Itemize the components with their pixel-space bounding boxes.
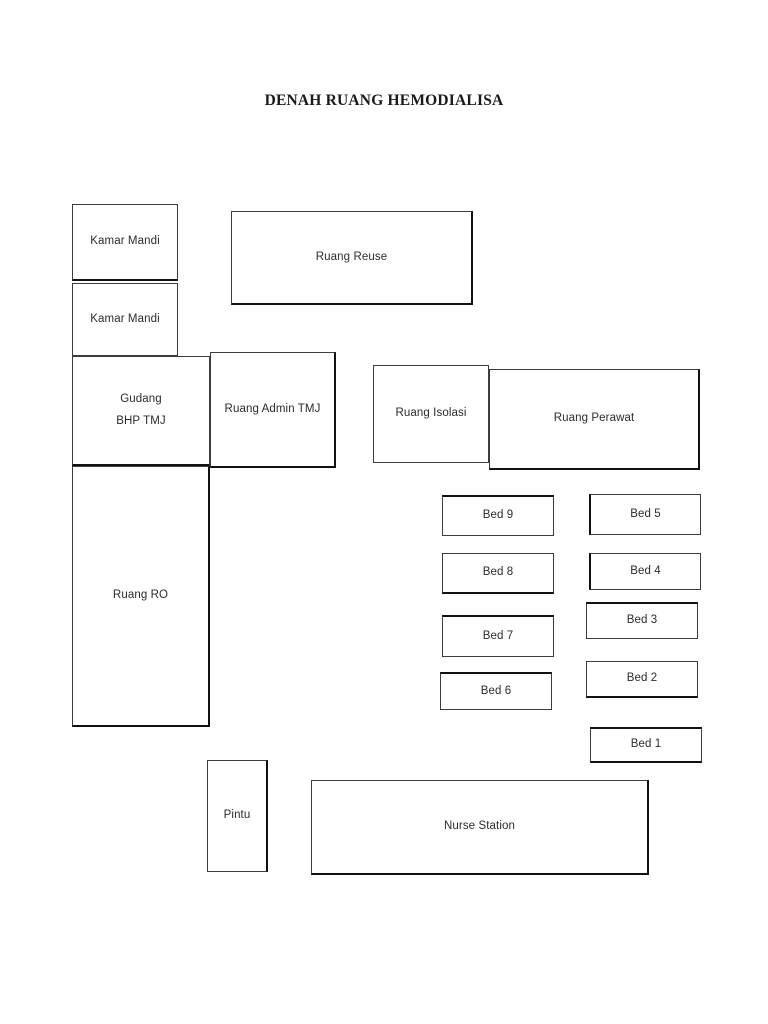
room-ruang-ro[interactable]: Ruang RO xyxy=(72,466,210,727)
room-label: Nurse Station xyxy=(444,820,515,833)
room-kamar-mandi-1[interactable]: Kamar Mandi xyxy=(72,204,178,281)
room-kamar-mandi-2[interactable]: Kamar Mandi xyxy=(72,283,178,356)
room-label: Ruang RO xyxy=(112,589,169,602)
bed-label: Bed 9 xyxy=(482,509,514,522)
bed-4[interactable]: Bed 4 xyxy=(589,553,701,590)
room-nurse-station[interactable]: Nurse Station xyxy=(311,780,649,875)
room-label: Kamar Mandi xyxy=(90,235,160,248)
bed-label: Bed 1 xyxy=(630,738,662,751)
bed-label: Bed 6 xyxy=(480,684,512,697)
room-ruang-reuse[interactable]: Ruang Reuse xyxy=(231,211,473,305)
room-ruang-admin-tmj[interactable]: Ruang Admin TMJ xyxy=(210,352,336,468)
bed-8[interactable]: Bed 8 xyxy=(442,553,554,594)
bed-5[interactable]: Bed 5 xyxy=(589,494,701,535)
room-gudang-bhp-tmj[interactable]: Gudang BHP TMJ xyxy=(72,356,210,466)
room-label: Ruang Admin TMJ xyxy=(224,402,321,415)
page-title: DENAH RUANG HEMODIALISA xyxy=(264,92,504,109)
bed-label: Bed 3 xyxy=(626,614,658,627)
room-label: Pintu xyxy=(223,809,251,822)
bed-1[interactable]: Bed 1 xyxy=(590,727,702,763)
bed-3[interactable]: Bed 3 xyxy=(586,602,698,639)
room-label: Ruang Isolasi xyxy=(395,407,467,420)
bed-label: Bed 4 xyxy=(630,564,661,577)
bed-7[interactable]: Bed 7 xyxy=(442,615,554,657)
bed-6[interactable]: Bed 6 xyxy=(440,672,552,710)
bed-9[interactable]: Bed 9 xyxy=(442,495,554,536)
bed-2[interactable]: Bed 2 xyxy=(586,661,698,698)
room-label: Gudang BHP TMJ xyxy=(116,392,166,427)
room-label: Kamar Mandi xyxy=(90,312,160,325)
bed-label: Bed 2 xyxy=(626,672,658,685)
room-pintu[interactable]: Pintu xyxy=(207,760,268,872)
bed-label: Bed 8 xyxy=(482,566,514,579)
room-label: Ruang Reuse xyxy=(315,250,388,263)
room-ruang-isolasi[interactable]: Ruang Isolasi xyxy=(373,365,489,463)
bed-label: Bed 7 xyxy=(482,629,514,642)
room-ruang-perawat[interactable]: Ruang Perawat xyxy=(489,369,700,470)
bed-label: Bed 5 xyxy=(630,507,661,520)
room-label: Ruang Perawat xyxy=(553,412,635,425)
